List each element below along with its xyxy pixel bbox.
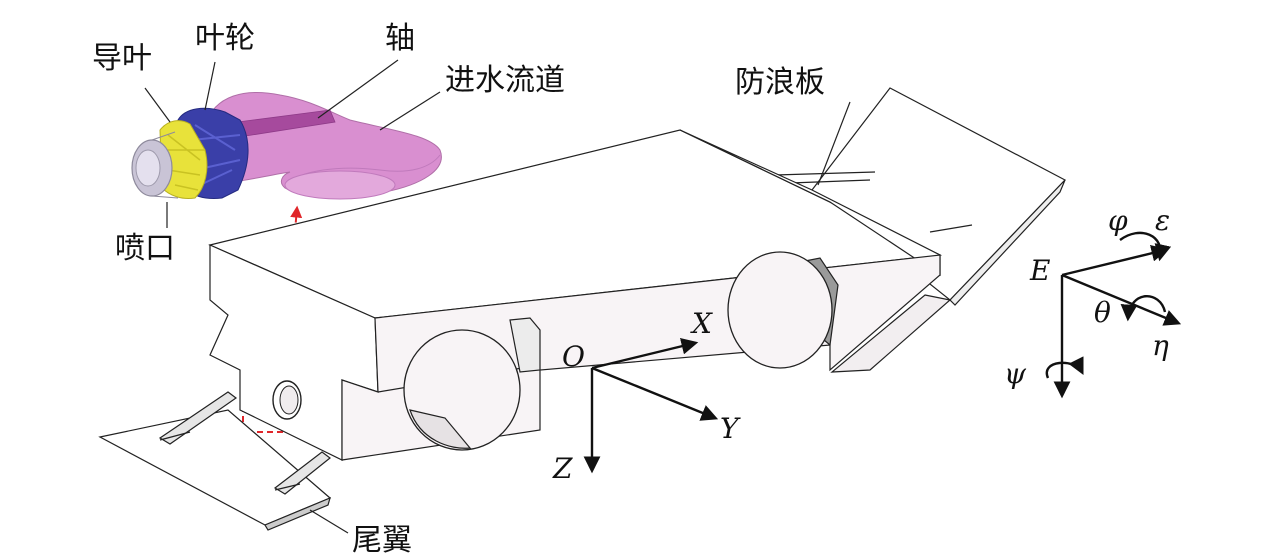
x-axis [591, 338, 699, 370]
psi-rotation-arrow [1045, 356, 1084, 379]
wave-plate-label: 防浪板 [735, 65, 825, 100]
x-axis-label: X [690, 307, 713, 340]
earth-origin-label: E [1029, 254, 1050, 287]
inlet-mouth [284, 170, 396, 200]
theta-label: θ [1094, 296, 1111, 329]
waterjet-assembly [131, 92, 442, 200]
phi-label: φ [1108, 204, 1128, 237]
component-labels: 导叶 叶轮 轴 进水流道 喷口 防浪板 尾翼 [92, 21, 825, 558]
impeller-label: 叶轮 [195, 21, 255, 56]
y-axis-label: Y [720, 412, 741, 445]
theta-rotation-arrow [1120, 295, 1167, 322]
body-frame: O X Y Z [552, 307, 741, 485]
origin-label: O [562, 340, 585, 373]
hull [208, 129, 943, 461]
wave-plate [774, 87, 1066, 373]
psi-label: ψ [1004, 357, 1027, 390]
tail-fin-label: 尾翼 [352, 523, 412, 558]
z-axis-label: Z [552, 452, 573, 485]
shaft-label: 轴 [385, 21, 415, 56]
earth-y-axis [1061, 273, 1182, 326]
rear-wheel [403, 329, 521, 451]
eta-label: η [1152, 329, 1169, 362]
epsilon-label: ε [1155, 204, 1170, 237]
earth-x-axis [1061, 245, 1169, 277]
y-axis [591, 366, 719, 421]
inlet-duct-label: 进水流道 [445, 63, 565, 98]
waterjet-leaders [144, 59, 441, 228]
phi-rotation-arrow [1119, 231, 1172, 262]
front-wheel [727, 251, 833, 369]
tail-fin [98, 391, 332, 531]
nozzle-label: 喷口 [115, 231, 175, 266]
guide-vane-shape [159, 120, 208, 199]
earth-frame: E φ ε θ η ψ [1004, 204, 1182, 399]
guide-vane-label: 导叶 [92, 41, 152, 76]
